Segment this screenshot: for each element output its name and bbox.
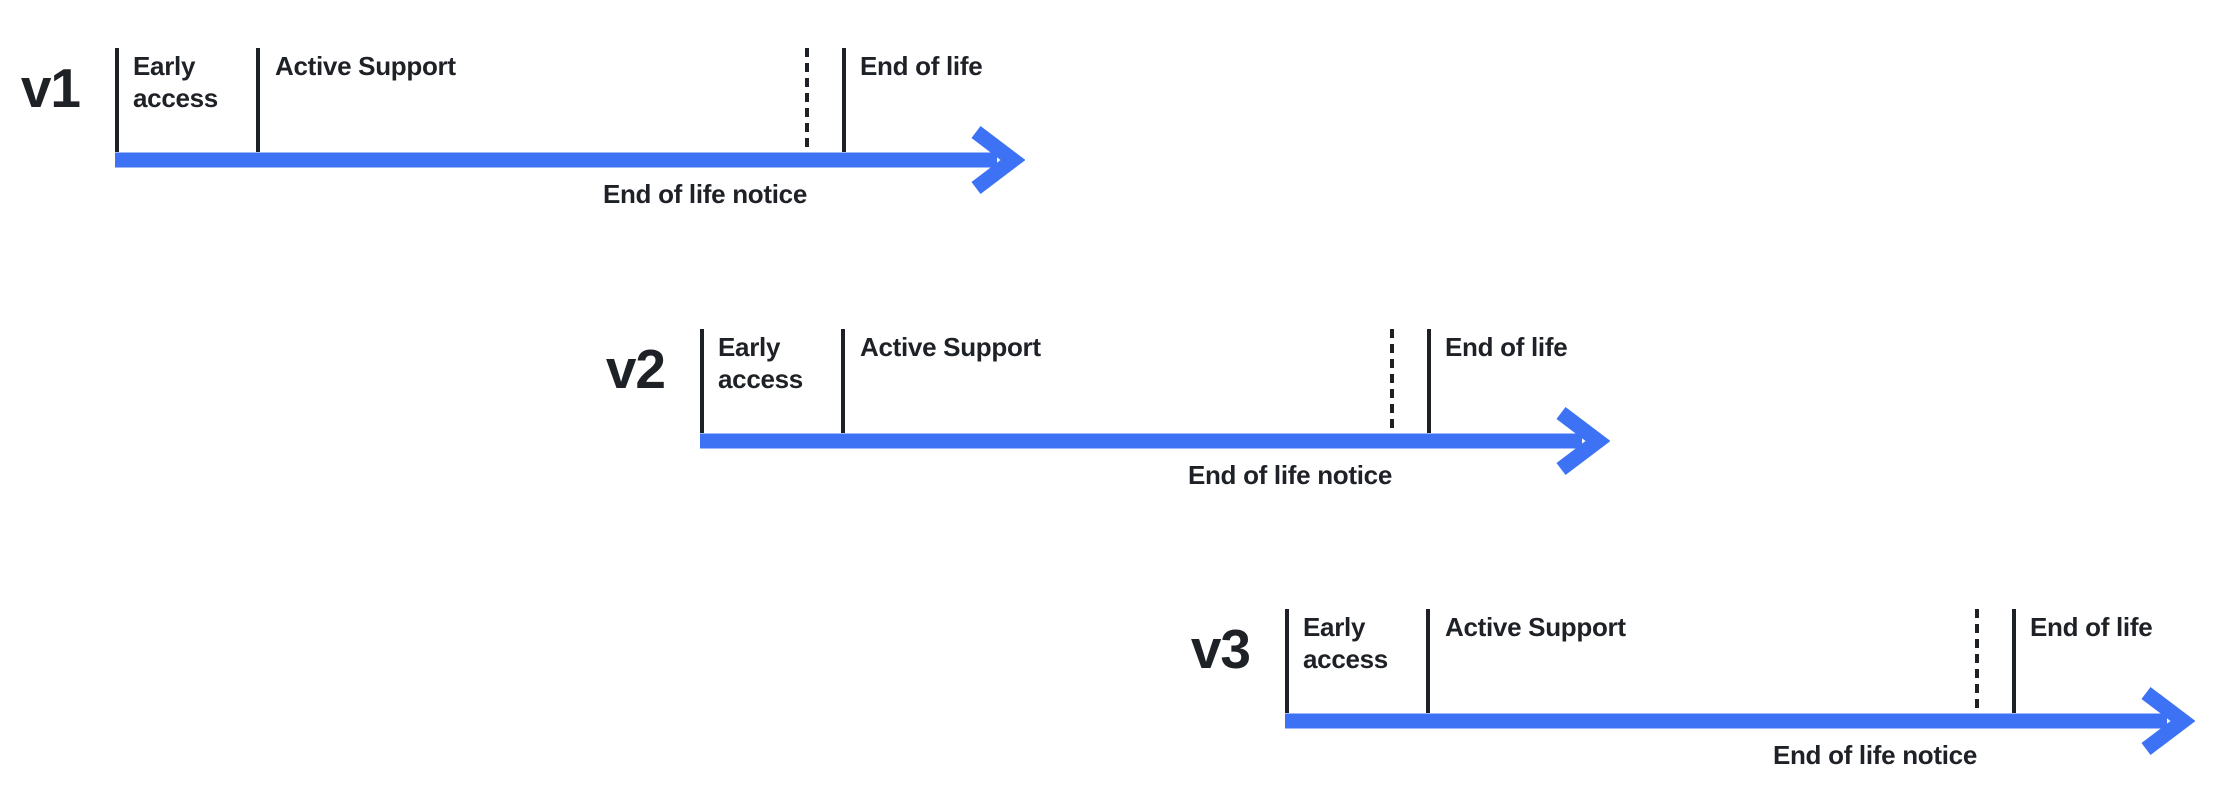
end-of-life-notice-label: End of life notice: [1187, 460, 1392, 490]
active-support-start-tick: [841, 329, 845, 433]
timeline-arrow-icon: [1285, 687, 2195, 755]
early-access-start-tick: [1285, 609, 1289, 713]
end-of-life-label: End of life: [2030, 612, 2153, 642]
end-of-life-notice-dashed-tick: [1390, 329, 1394, 433]
end-of-life-notice-dashed-tick: [1975, 609, 1979, 713]
end-of-life-tick: [1427, 329, 1431, 433]
end-of-life-notice-dashed-tick: [805, 48, 809, 152]
version-label: v3: [1190, 618, 1251, 680]
early-access-label: Early access: [718, 332, 803, 394]
end-of-life-label: End of life: [860, 51, 983, 81]
early-access-label: Early access: [133, 51, 218, 113]
active-support-start-tick: [256, 48, 260, 152]
end-of-life-label: End of life: [1445, 332, 1568, 362]
version-label: v1: [20, 57, 81, 119]
end-of-life-notice-label: End of life notice: [1772, 740, 1977, 770]
timeline-arrow-icon: [115, 126, 1025, 194]
active-support-label: Active Support: [1445, 612, 1626, 642]
early-access-start-tick: [115, 48, 119, 152]
early-access-start-tick: [700, 329, 704, 433]
end-of-life-notice-label: End of life notice: [602, 179, 807, 209]
early-access-label: Early access: [1303, 612, 1388, 674]
version-label: v2: [605, 338, 666, 400]
timeline-arrow-icon: [700, 407, 1610, 475]
active-support-label: Active Support: [860, 332, 1041, 362]
end-of-life-tick: [842, 48, 846, 152]
active-support-label: Active Support: [275, 51, 456, 81]
active-support-start-tick: [1426, 609, 1430, 713]
end-of-life-tick: [2012, 609, 2016, 713]
